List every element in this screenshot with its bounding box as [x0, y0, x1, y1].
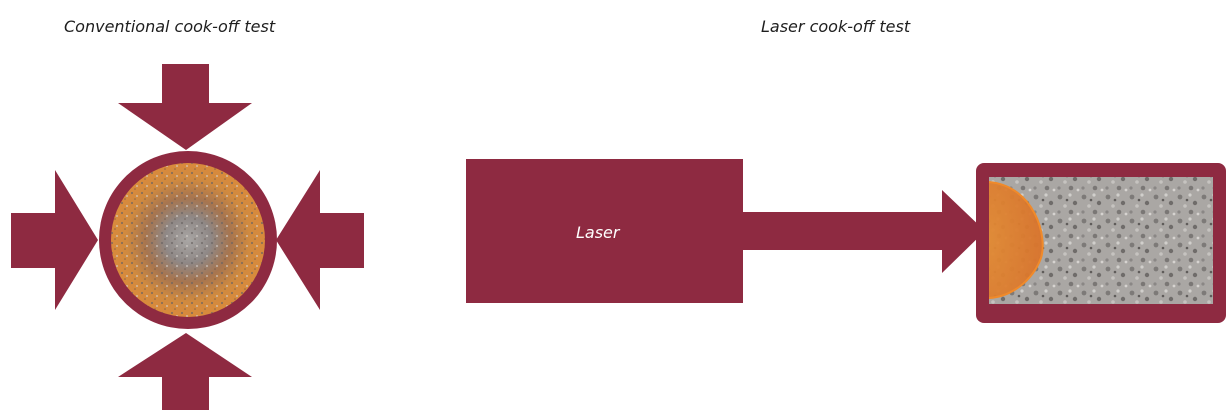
arrow-icon [118, 64, 252, 150]
conventional-test-title: Conventional cook-off test [64, 17, 276, 36]
heated-zone [989, 182, 1043, 298]
arrow-icon [276, 170, 364, 310]
laser-source-box [466, 159, 743, 303]
arrow-icon [11, 170, 98, 310]
laser-test: Laser [466, 159, 1226, 323]
arrow-icon [742, 190, 985, 273]
laser-test-title: Laser cook-off test [761, 17, 911, 36]
laser-label: Laser [576, 223, 621, 242]
conventional-test [11, 64, 364, 410]
explosive-texture [111, 163, 265, 317]
heated-zone-edge [989, 181, 1044, 299]
arrow-icon [118, 333, 252, 410]
